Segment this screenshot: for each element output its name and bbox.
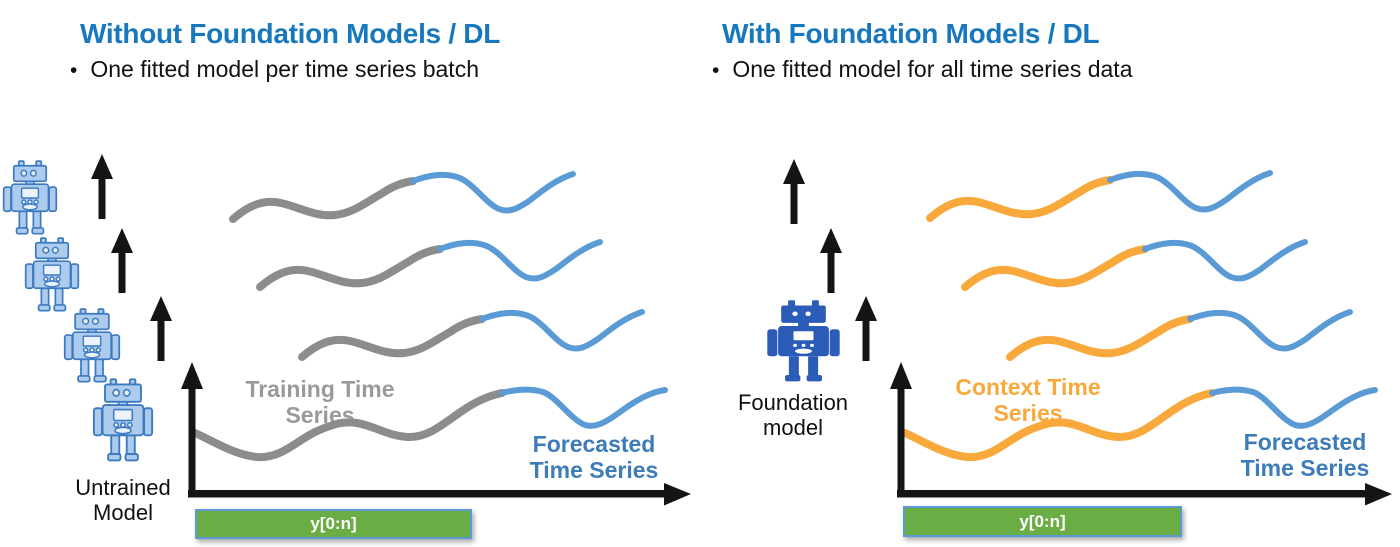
untrained-robot-icon bbox=[2, 160, 58, 235]
context-forecast-curve bbox=[965, 242, 1305, 287]
forecast-series-label-right: Forecasted Time Series bbox=[1240, 429, 1370, 481]
foundation-robot-icon bbox=[767, 300, 840, 382]
training-series-label: Training Time Series bbox=[245, 376, 395, 428]
up-arrow-icon bbox=[150, 296, 172, 361]
up-arrow-icon bbox=[820, 228, 842, 293]
context-window-bar-left-label: y[0:n] bbox=[310, 514, 357, 533]
left-panel-bullet: • One fitted model per time series batch bbox=[70, 56, 479, 83]
right-bullet-text: One fitted model for all time series dat… bbox=[732, 56, 1133, 82]
untrained-robot-icon bbox=[24, 237, 80, 312]
left-panel-title: Without Foundation Models / DL bbox=[80, 18, 500, 49]
context-window-bar-right: y[0:n] bbox=[903, 506, 1182, 537]
training-forecast-curve bbox=[233, 174, 573, 219]
training-forecast-curve bbox=[302, 312, 642, 357]
forecast-series-label-left: Forecasted Time Series bbox=[529, 431, 659, 483]
context-forecast-curve bbox=[930, 173, 1270, 218]
training-forecast-curve bbox=[260, 242, 600, 287]
right-panel-bullet: • One fitted model for all time series d… bbox=[712, 56, 1133, 83]
up-arrow-icon bbox=[91, 154, 113, 219]
context-window-bar-right-label: y[0:n] bbox=[1019, 511, 1066, 531]
context-forecast-curve bbox=[1010, 312, 1350, 357]
up-arrow-icon bbox=[783, 159, 805, 224]
bullet-marker: • bbox=[70, 59, 78, 82]
bullet-marker: • bbox=[712, 59, 720, 82]
up-arrow-icon bbox=[855, 296, 877, 361]
untrained-model-label: Untrained Model bbox=[75, 475, 171, 525]
right-panel-title: With Foundation Models / DL bbox=[722, 18, 1100, 49]
left-bullet-text: One fitted model per time series batch bbox=[90, 56, 479, 82]
context-series-label: Context Time Series bbox=[955, 374, 1101, 426]
untrained-robot-icon bbox=[63, 308, 121, 383]
untrained-robot-icon bbox=[92, 378, 154, 462]
up-arrow-icon bbox=[111, 228, 133, 293]
context-window-bar-left: y[0:n] bbox=[195, 509, 472, 539]
foundation-model-label: Foundation model bbox=[737, 390, 849, 440]
